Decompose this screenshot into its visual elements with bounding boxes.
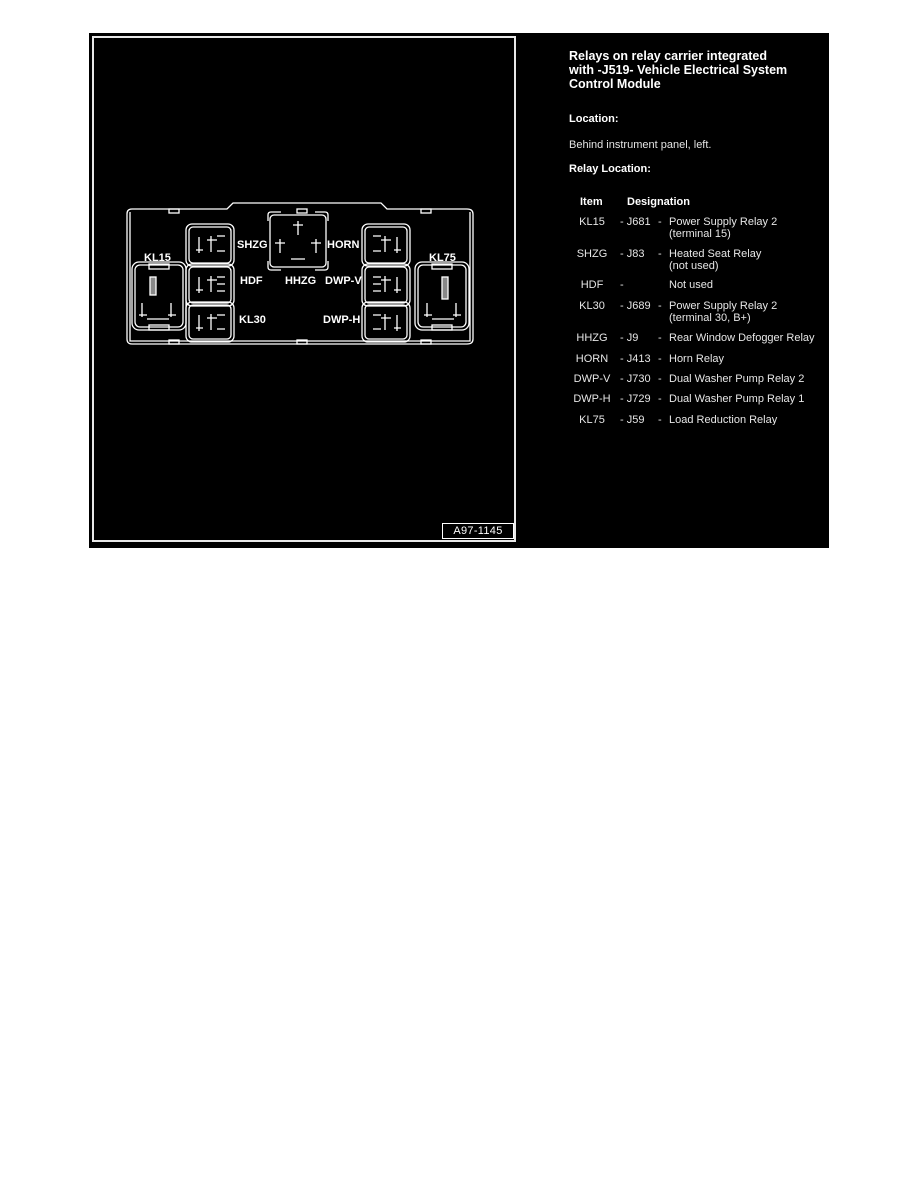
location-text: Behind instrument panel, left. <box>569 139 712 151</box>
relay-carrier-diagram: KL15 SHZG HDF KL30 HHZG HORN DWP-V DWP-H… <box>126 202 474 345</box>
label-dwp-v: DWP-V <box>325 275 362 287</box>
label-kl30: KL30 <box>239 314 266 326</box>
figure-frame <box>92 36 516 542</box>
figure-id: A97-1145 <box>442 523 514 539</box>
title-line-3: Control Module <box>569 77 661 91</box>
label-horn: HORN <box>327 239 359 251</box>
label-hdf: HDF <box>240 275 263 287</box>
label-hhzg: HHZG <box>285 275 316 287</box>
label-dwp-h: DWP-H <box>323 314 360 326</box>
label-kl75: KL75 <box>429 252 456 264</box>
relay-table: Item Designation KL15 - J681 - Power Sup… <box>573 196 815 425</box>
label-kl15: KL15 <box>144 252 171 264</box>
page-title: Relays on relay carrier integrated with … <box>569 49 829 91</box>
relay-location-heading: Relay Location: <box>569 163 651 175</box>
info-panel: Relays on relay carrier integrated with … <box>569 33 829 548</box>
document-sheet: KL15 SHZG HDF KL30 HHZG HORN DWP-V DWP-H… <box>89 33 829 548</box>
title-line-2: with -J519- Vehicle Electrical System <box>569 63 788 77</box>
column-header-designation: Designation <box>627 196 690 208</box>
title-line-1: Relays on relay carrier integrated <box>569 49 768 63</box>
location-heading: Location: <box>569 113 619 125</box>
label-shzg: SHZG <box>237 239 268 251</box>
column-header-item: Item <box>580 196 603 208</box>
